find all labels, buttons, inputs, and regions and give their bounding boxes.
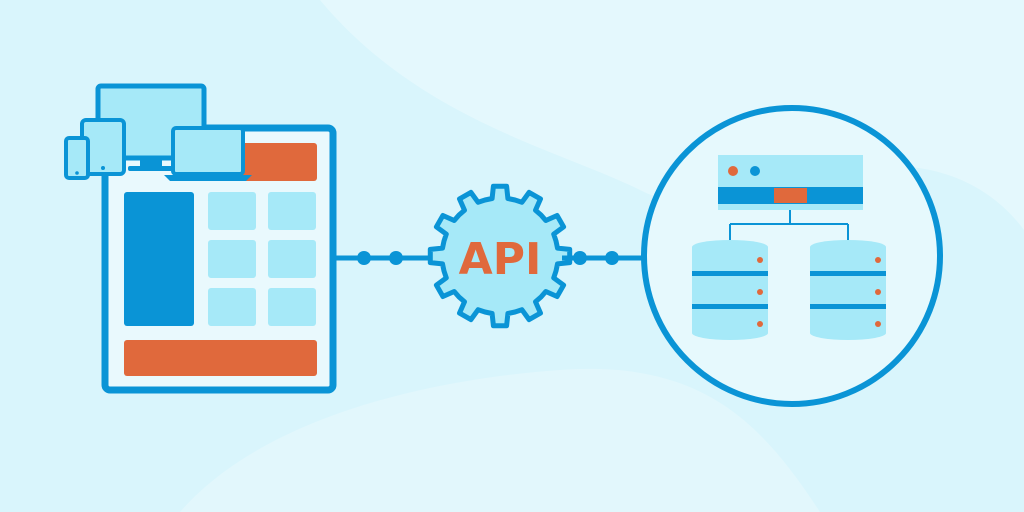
connector-left (333, 251, 440, 265)
server-icon (718, 155, 863, 210)
connector-dot (605, 251, 619, 265)
app-tile (208, 240, 256, 278)
app-tile (268, 192, 316, 230)
background-wave-top (320, 0, 1024, 230)
app-window-icon (101, 124, 337, 394)
app-tile (208, 288, 256, 326)
laptop-icon (164, 126, 252, 181)
connector-dot (573, 251, 587, 265)
backend-circle (641, 105, 943, 407)
connector-right (562, 251, 646, 265)
connector-dot (357, 251, 371, 265)
app-footer-bar (124, 340, 317, 376)
server-to-db-lines (729, 210, 849, 242)
app-sidebar-block (124, 192, 194, 326)
background-wave-bottom (180, 368, 820, 512)
database-icon (692, 240, 768, 340)
app-tile (268, 288, 316, 326)
connector-dot (389, 251, 403, 265)
app-tile (268, 240, 316, 278)
api-label: API (459, 234, 542, 285)
phone-icon (64, 136, 90, 180)
app-tile (208, 192, 256, 230)
api-gear-icon: API (427, 183, 573, 329)
database-icon (810, 240, 886, 340)
